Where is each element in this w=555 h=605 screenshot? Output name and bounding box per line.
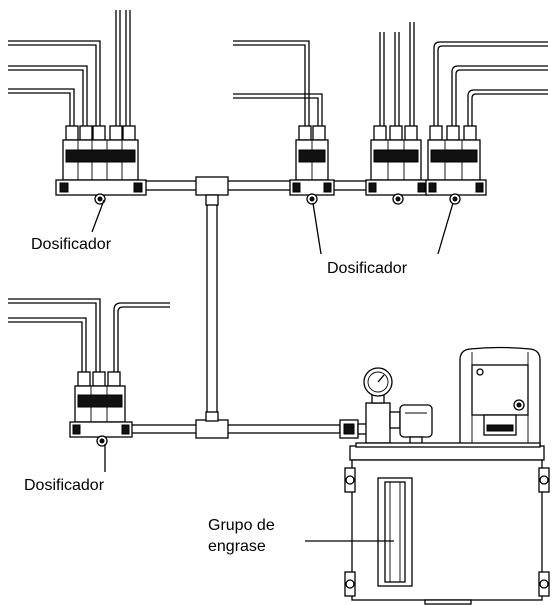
- leader-line-top-right: [437, 202, 454, 255]
- tee-fitting-bottom: [195, 411, 229, 439]
- label-dosificador-bottom-left: Dosificador: [24, 477, 105, 494]
- distributor-top-middle: [233, 40, 335, 205]
- tee-fitting-top: [195, 176, 229, 206]
- leader-line-top-left: [91, 199, 105, 233]
- distributor-top-left: [8, 10, 147, 205]
- label-dosificador-top-left: Dosificador: [31, 236, 112, 253]
- label-grupo-line2: engrase: [208, 538, 266, 555]
- label-grupo-line1: Grupo de: [208, 517, 275, 534]
- distributor-top-right-b: [425, 41, 548, 205]
- leader-line-top-middle: [312, 202, 322, 255]
- distributor-top-right-a: [365, 22, 429, 205]
- label-dosificador-top-right: Dosificador: [327, 260, 408, 277]
- lubrication-unit: [339, 346, 550, 605]
- distributor-bottom-left: [8, 298, 170, 447]
